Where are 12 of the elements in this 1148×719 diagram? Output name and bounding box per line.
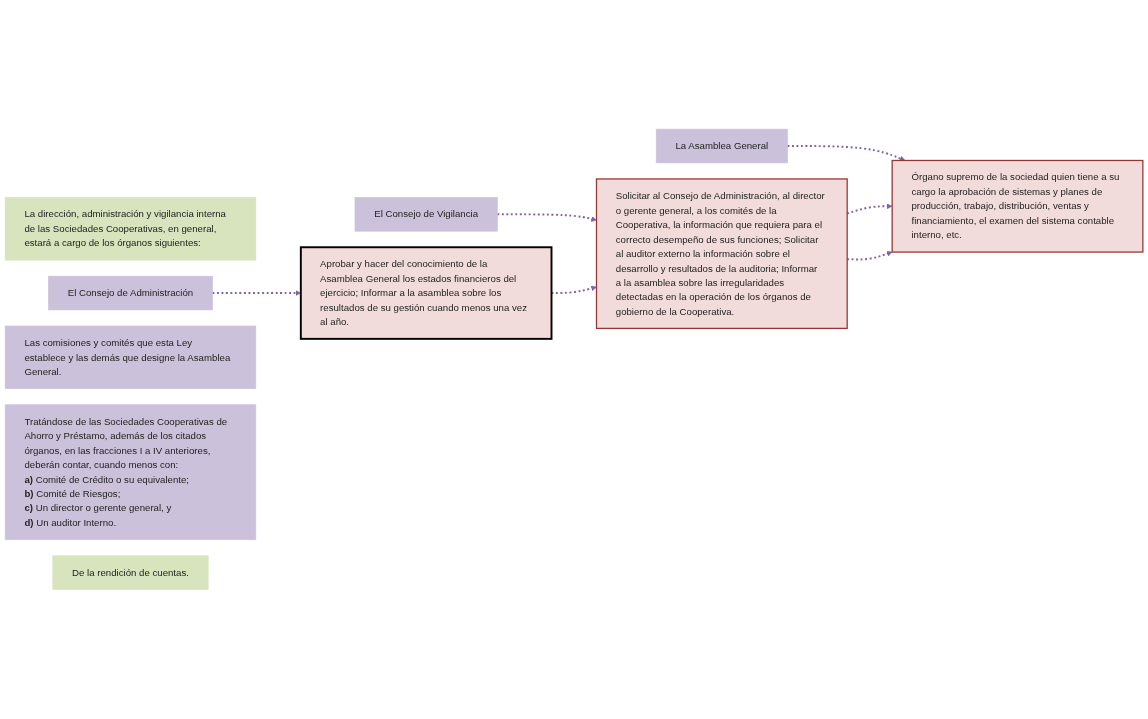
text-box: El Consejo de Vigilancia xyxy=(354,197,498,232)
text-box: Tratándose de las Sociedades Cooperativas de Ahorro y Préstamo, además de los citados órganos, en las fracciones I a IV anteriores, deberán contar, cuando menos con: a) Comité de Crédito o su equivalente; b) Comité de Riesgos; c) Un director o gerente general, y d) Un auditor Interno. xyxy=(4,404,257,541)
text-box: Las comisiones y comités que esta Ley establece y las demás que designe la Asamblea General. xyxy=(4,325,257,390)
text-box: Órgano supremo de la sociedad quien tiene a su cargo la aprobación de sistemas y planes de producción, trabajo, distribución, ventas y financiamiento, el examen del sistema contable interno, etc. xyxy=(891,160,1144,253)
arrow xyxy=(786,145,906,162)
arrow xyxy=(496,213,597,222)
text-box: Solicitar al Consejo de Administración, al director o gerente general, a los comités de la Cooperativa, la información que requiera para el correcto desempeño de sus funciones; Solicitar al auditor externo la información sobre el desarrollo y resultados de la auditoria; Informar a la asamblea sobre las irregularidades detectadas en la operación de los órganos de gobierno de la Cooperativa. xyxy=(595,178,848,330)
text-box: La Asamblea General xyxy=(655,129,788,164)
text-box: De la rendición de cuentas. xyxy=(52,555,209,590)
text-box: La dirección, administración y vigilancia interna de las Sociedades Cooperativas, en general, estará a cargo de los órganos siguientes: xyxy=(4,197,257,261)
text-box: Aprobar y hacer del conocimiento de la Asamblea General los estados financieros del ejercicio; Informar a la asamblea sobre los resultados de su gestión cuando menos una vez al año. xyxy=(299,246,553,340)
text-box: El Consejo de Administración xyxy=(48,276,213,311)
